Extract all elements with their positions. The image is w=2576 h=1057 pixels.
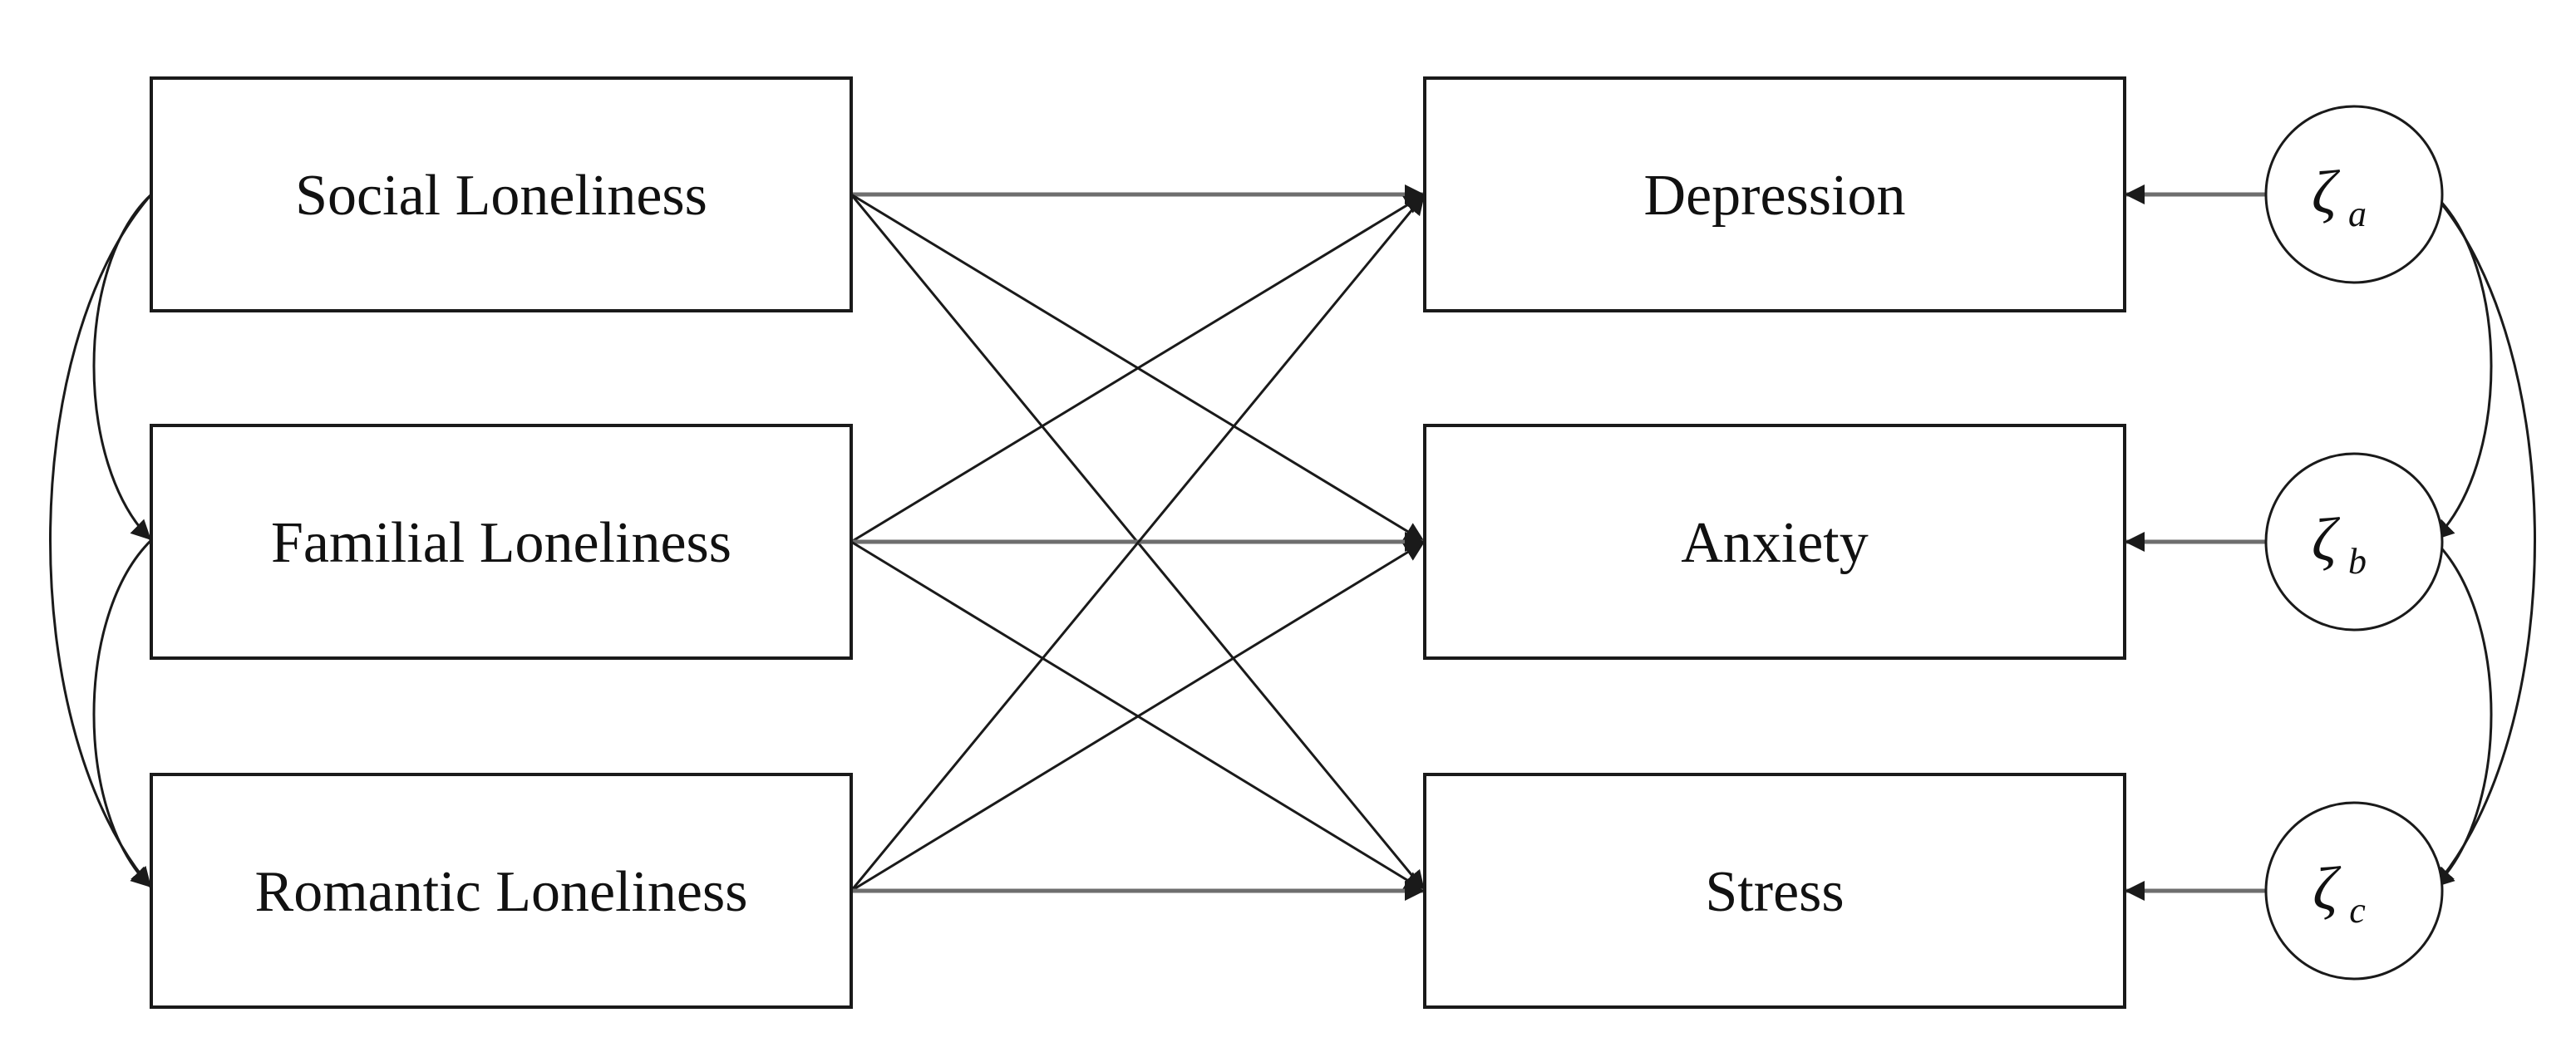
path-familial-loneliness-to-depression xyxy=(850,193,1426,543)
box-frame xyxy=(1423,773,2126,1009)
predictor-box-familial-loneliness: Familial Loneliness xyxy=(150,424,853,660)
zeta-subscript: a xyxy=(2348,194,2367,234)
predictor-box-romantic-loneliness: Romantic Loneliness xyxy=(150,773,853,1009)
regression-paths xyxy=(850,184,1426,901)
outcome-box-depression: Depression xyxy=(1423,76,2126,312)
outcome-box-anxiety: Anxiety xyxy=(1423,424,2126,660)
predictor-box-social-loneliness: Social Loneliness xyxy=(150,76,853,312)
zeta-glyph: ζ xyxy=(2312,506,2341,574)
disturbance-covariance-curves xyxy=(2412,173,2536,889)
zeta-glyph: ζ xyxy=(2312,855,2342,923)
covariance-social-romantic xyxy=(49,173,172,888)
covariance-zeta-b-zeta-c xyxy=(2412,519,2493,889)
predictor-label: Social Loneliness xyxy=(295,164,707,228)
outcome-label: Stress xyxy=(1705,860,1844,924)
covariance-social-familial xyxy=(92,173,173,542)
zeta-subscript: b xyxy=(2348,541,2367,582)
box-frame xyxy=(150,76,853,312)
disturbance-circle xyxy=(2264,801,2444,981)
disturbance-circle xyxy=(2264,105,2444,284)
predictor-label: Romantic Loneliness xyxy=(255,860,748,924)
covariance-zeta-a-zeta-c xyxy=(2413,173,2536,888)
covariance-zeta-a-zeta-b xyxy=(2412,173,2493,542)
path-romantic-loneliness-to-anxiety xyxy=(850,540,1426,892)
box-frame xyxy=(150,773,853,1009)
box-frame xyxy=(1423,424,2126,660)
box-frame xyxy=(1423,76,2126,312)
outcome-box-stress: Stress xyxy=(1423,773,2126,1009)
predictor-label: Familial Loneliness xyxy=(271,511,731,575)
covariance-familial-romantic xyxy=(92,519,173,889)
box-frame xyxy=(150,424,853,660)
path-romantic-loneliness-to-depression xyxy=(850,194,1426,892)
disturbance-circle xyxy=(2264,452,2444,632)
predictor-covariance-curves xyxy=(49,173,173,889)
zeta-glyph: ζ xyxy=(2312,159,2341,227)
outcome-label: Depression xyxy=(1644,164,1906,228)
outcome-label: Anxiety xyxy=(1681,511,1869,575)
zeta-subscript: c xyxy=(2349,890,2366,931)
disturbance-arrows xyxy=(2125,184,2266,901)
